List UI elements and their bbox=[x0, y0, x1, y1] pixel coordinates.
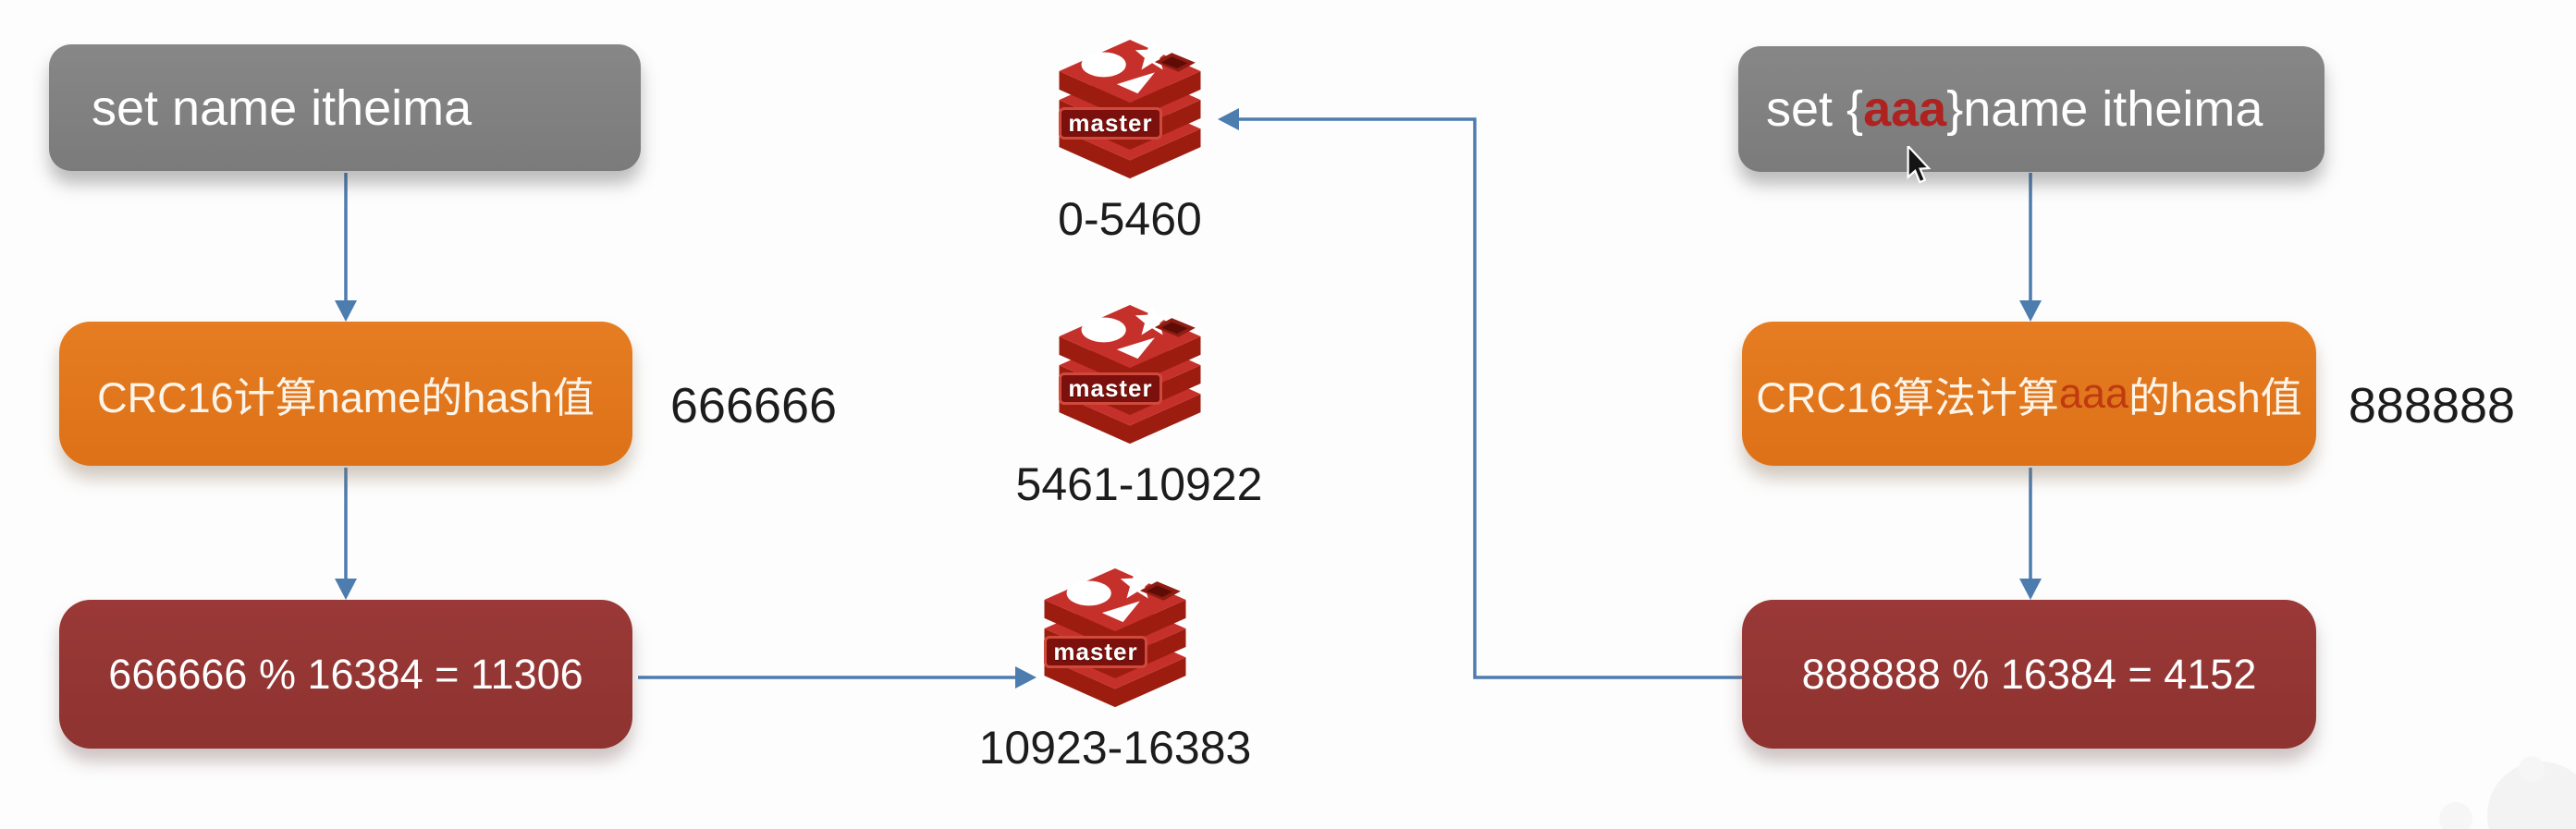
redis-master-node-3: master bbox=[1037, 566, 1194, 713]
left-crc-box: CRC16计算name的hash值 bbox=[59, 322, 632, 466]
left-crc-text: CRC16计算name的hash值 bbox=[97, 373, 595, 421]
right-hash-value: 888888 bbox=[2348, 378, 2516, 433]
arrowhead-down-left-1 bbox=[335, 300, 357, 322]
right-command-key: aaa bbox=[1863, 81, 1947, 137]
arrowhead-down-left-2 bbox=[335, 579, 357, 600]
left-mod-box: 666666 % 16384 = 11306 bbox=[59, 600, 632, 749]
right-command-prefix: set { bbox=[1766, 81, 1864, 137]
left-command-text: set name itheima bbox=[92, 79, 472, 136]
left-mod-text: 666666 % 16384 = 11306 bbox=[108, 650, 583, 698]
watermark bbox=[2439, 756, 2576, 829]
left-command-box: set name itheima bbox=[49, 44, 641, 171]
arrowhead-down-right-2 bbox=[2019, 579, 2042, 600]
right-crc-key: aaa bbox=[2058, 370, 2129, 417]
right-mod-text: 888888 % 16384 = 4152 bbox=[1801, 650, 2257, 698]
right-command-box: set {aaa}name itheima bbox=[1738, 46, 2325, 172]
master-banner-3: master bbox=[1044, 636, 1147, 668]
redis-master-node-2: master bbox=[1051, 302, 1208, 449]
right-crc-suffix: 的hash值 bbox=[2128, 373, 2302, 421]
redis-master-node-1: master bbox=[1051, 37, 1208, 184]
slot-range-label-1: 0-5460 bbox=[1058, 193, 1202, 245]
right-mod-box: 888888 % 16384 = 4152 bbox=[1742, 600, 2316, 749]
arrowhead-right-master3 bbox=[1015, 666, 1037, 689]
master-banner-1: master bbox=[1059, 107, 1162, 140]
arrowhead-down-right-1 bbox=[2019, 300, 2042, 322]
right-crc-prefix: CRC16算法计算 bbox=[1756, 373, 2059, 421]
arrowhead-left-master1 bbox=[1218, 108, 1239, 130]
left-hash-value: 666666 bbox=[669, 378, 838, 433]
master-banner-2: master bbox=[1059, 372, 1162, 405]
slot-range-label-3: 10923-16383 bbox=[978, 722, 1252, 774]
right-command-suffix: }name itheima bbox=[1946, 81, 2263, 137]
slot-range-label-2: 5461-10922 bbox=[1015, 458, 1263, 510]
